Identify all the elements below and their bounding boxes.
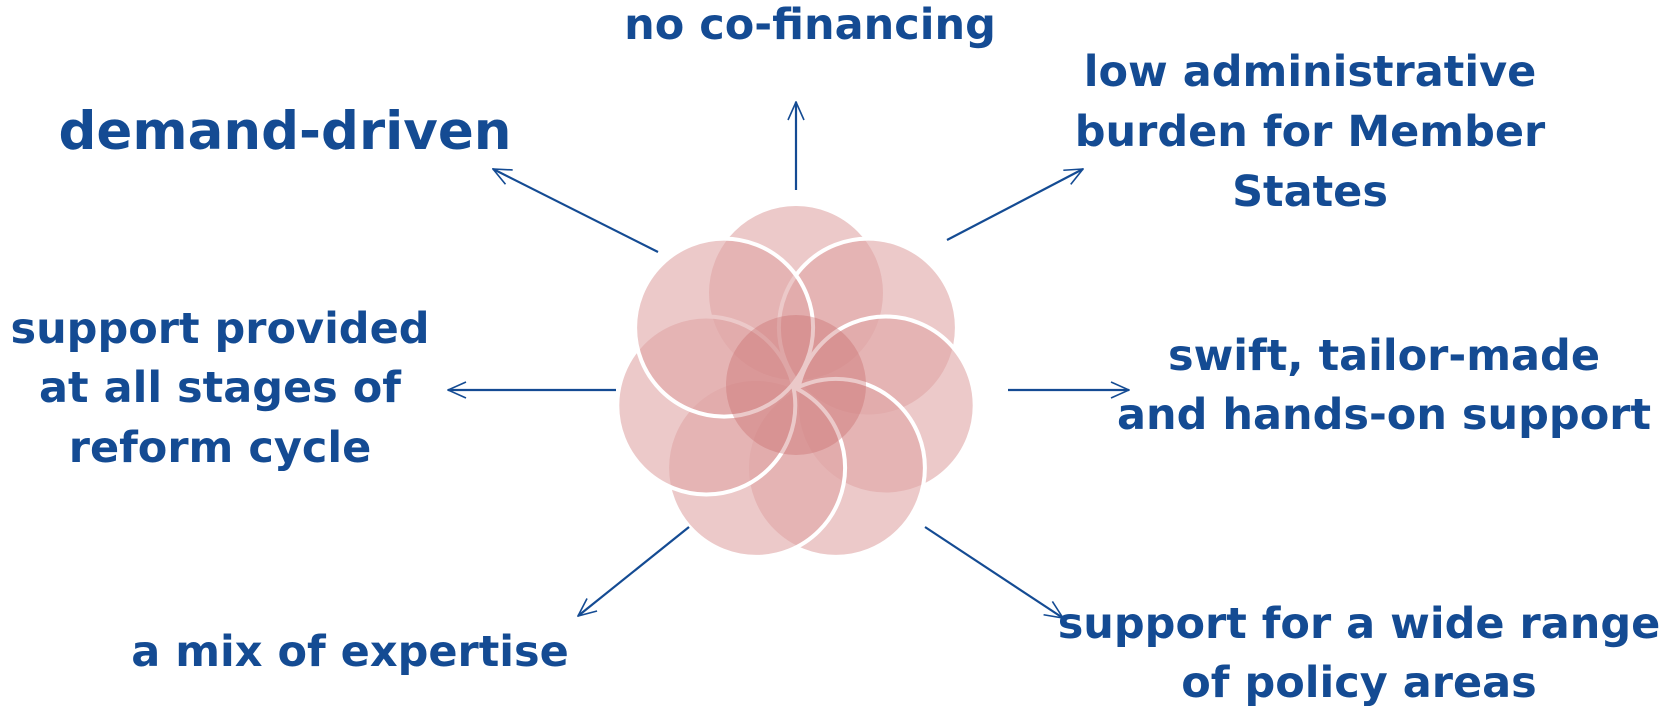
arrows xyxy=(448,102,1129,618)
flower-of-overlapping-circles-icon xyxy=(615,202,977,559)
benefit-demand-driven: demand-driven xyxy=(58,101,512,162)
benefit-mix-of-expertise: a mix of expertise xyxy=(131,627,569,677)
arrow-to-bottom-right xyxy=(924,526,1063,618)
arrow-to-top-right xyxy=(946,168,1083,241)
flower-core xyxy=(726,315,866,455)
flower-petal xyxy=(633,236,816,419)
benefit-swift-tailor-made-support: swift, tailor-made and hands-on support xyxy=(1116,331,1652,441)
arrow-to-top-left xyxy=(493,168,659,253)
benefit-no-co-financing: no co-financing xyxy=(624,0,996,50)
benefit-low-administrative-burden: low administrative burden for Member Sta… xyxy=(1074,47,1546,218)
benefit-support-all-stages: support provided at all stages of reform… xyxy=(10,304,430,473)
benefit-wide-range-policy-areas: support for a wide range of policy areas xyxy=(1057,599,1661,709)
arrow-to-bottom-left xyxy=(578,526,690,616)
